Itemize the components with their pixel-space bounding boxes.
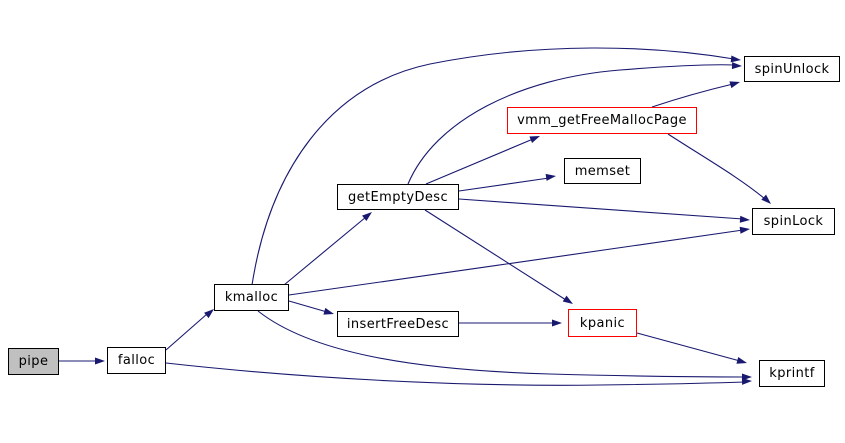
arrowhead-kmalloc-to-kprintf	[742, 373, 752, 381]
node-falloc[interactable]: falloc	[107, 347, 166, 374]
edge-vmm_getFreeMallocPage-to-spinUnlock	[651, 83, 734, 108]
node-vmm_getFreeMallocPage[interactable]: vmm_getFreeMallocPage	[507, 107, 697, 134]
node-memset[interactable]: memset	[564, 158, 641, 184]
arrowhead-falloc-to-kmalloc	[204, 309, 214, 319]
edge-getEmptyDesc-to-kpanic	[424, 209, 567, 301]
edge-kpanic-to-kprintf	[636, 332, 741, 362]
edge-kmalloc-to-spinUnlock	[251, 47, 735, 286]
edge-kmalloc-to-insertFreeDesc	[288, 300, 328, 313]
arrowhead-pipe-to-falloc	[95, 357, 105, 365]
edge-kmalloc-to-spinLock	[288, 229, 744, 296]
arrowhead-kmalloc-to-insertFreeDesc	[323, 307, 334, 315]
arrowhead-getEmptyDesc-to-vmm_getFreeMallocPage	[529, 136, 540, 143]
node-spinLock[interactable]: spinLock	[752, 208, 835, 235]
edge-falloc-to-kmalloc	[165, 313, 208, 351]
arrowhead-kmalloc-to-getEmptyDesc	[362, 212, 372, 222]
edge-kmalloc-to-getEmptyDesc	[283, 216, 367, 286]
node-insertFreeDesc[interactable]: insertFreeDesc	[337, 311, 459, 337]
edge-getEmptyDesc-to-memset	[458, 177, 550, 192]
node-kprintf[interactable]: kprintf	[759, 360, 825, 387]
arrowhead-kmalloc-to-spinLock	[739, 226, 750, 234]
edge-kmalloc-to-kprintf	[257, 310, 746, 378]
node-pipe: pipe	[8, 348, 59, 375]
node-spinUnlock[interactable]: spinUnlock	[744, 56, 840, 82]
node-getEmptyDesc[interactable]: getEmptyDesc	[337, 184, 459, 210]
arrowhead-vmm_getFreeMallocPage-to-spinLock	[761, 194, 771, 204]
arrowhead-getEmptyDesc-to-kpanic	[562, 295, 573, 304]
edge-getEmptyDesc-to-vmm_getFreeMallocPage	[425, 138, 534, 185]
arrowhead-getEmptyDesc-to-memset	[545, 173, 556, 181]
arrowhead-vmm_getFreeMallocPage-to-spinUnlock	[729, 81, 740, 89]
edge-getEmptyDesc-to-spinLock	[458, 198, 744, 220]
arrowhead-kmalloc-to-spinUnlock	[730, 55, 741, 63]
edge-falloc-to-kprintf	[165, 362, 746, 386]
node-kpanic[interactable]: kpanic	[568, 309, 637, 337]
arrowhead-getEmptyDesc-to-spinUnlock	[731, 62, 742, 70]
edge-vmm_getFreeMallocPage-to-spinLock	[667, 133, 766, 200]
arrowhead-insertFreeDesc-to-kpanic	[552, 319, 562, 327]
arrowhead-getEmptyDesc-to-spinLock	[739, 215, 750, 223]
node-kmalloc[interactable]: kmalloc	[214, 284, 289, 311]
arrowhead-kpanic-to-kprintf	[736, 357, 747, 364]
edge-getEmptyDesc-to-spinUnlock	[407, 64, 736, 185]
